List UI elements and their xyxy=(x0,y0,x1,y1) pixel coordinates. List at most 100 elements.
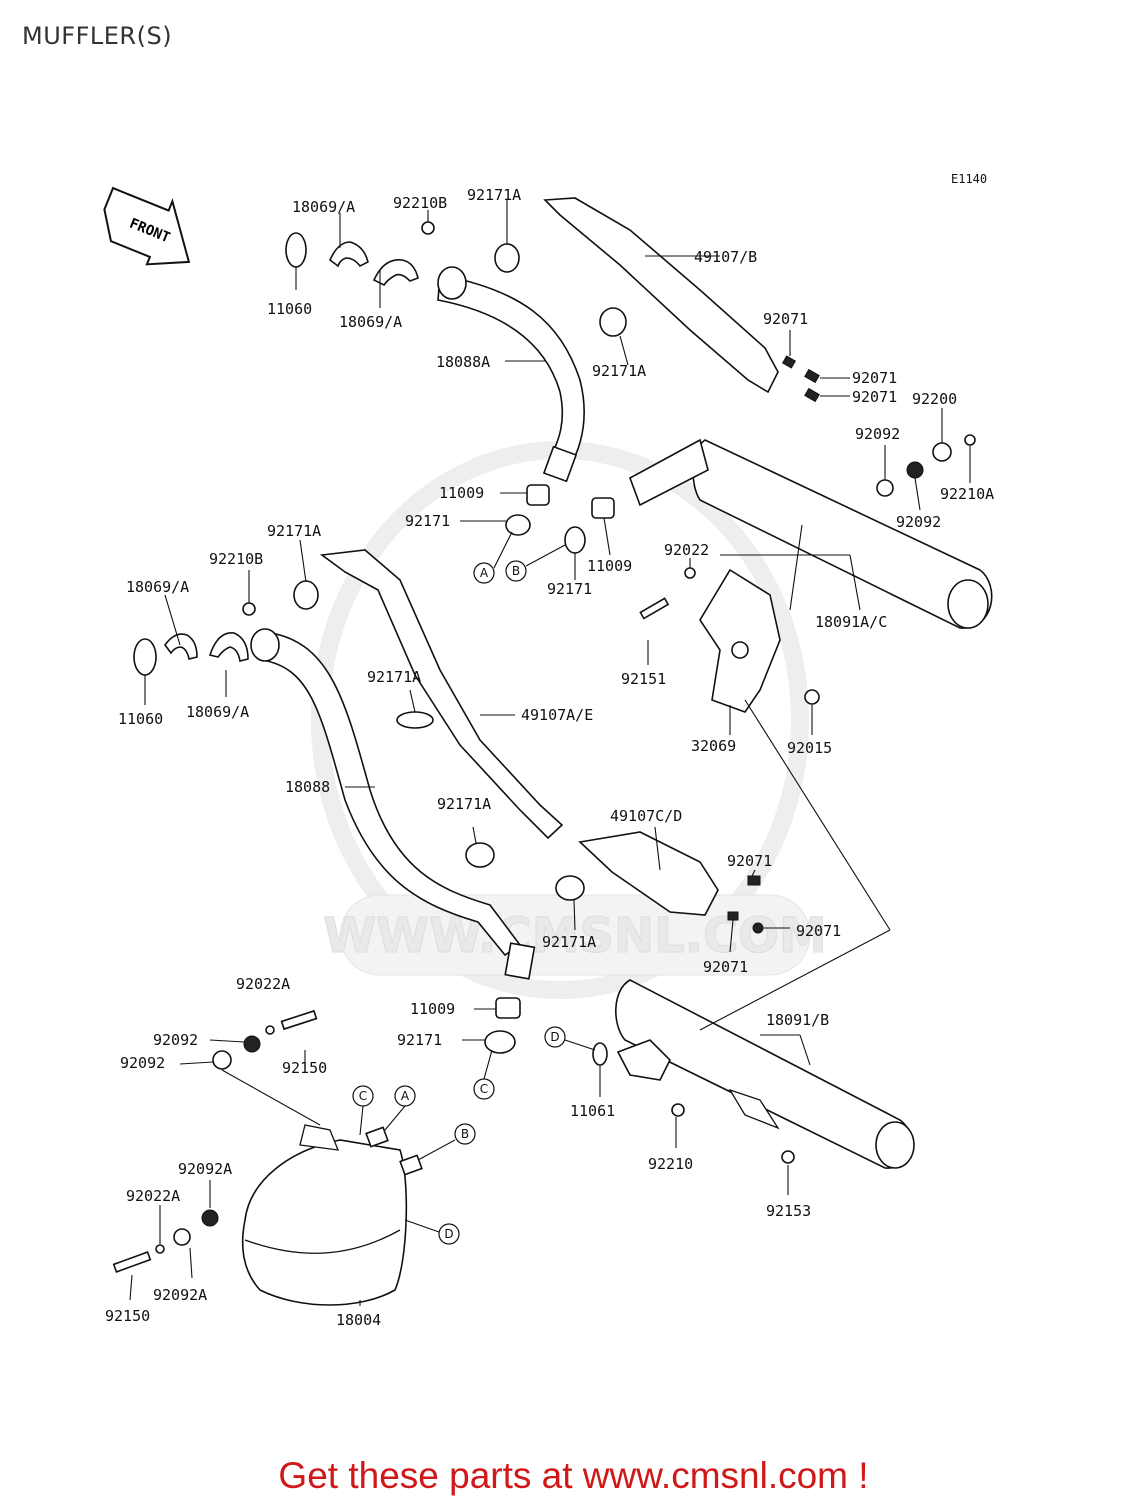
pipe-flange-upper xyxy=(437,266,467,300)
part-label: 18088A xyxy=(436,353,490,371)
part-label: 11060 xyxy=(267,300,312,318)
part-label: 92022A xyxy=(126,1187,180,1205)
part-label: 92071 xyxy=(727,852,772,870)
silencer-seam xyxy=(244,1229,401,1254)
gasket-11061 xyxy=(592,1042,608,1066)
heat-guard-49107b xyxy=(543,197,779,394)
band-92171a-pipe xyxy=(465,842,495,868)
nut-92210b-lower xyxy=(242,602,256,616)
muffler-inlet-18091b xyxy=(616,1039,671,1081)
clamp-92171-c xyxy=(484,1030,516,1054)
muffler-outlet-18091b xyxy=(875,1121,915,1169)
part-label: 92022 xyxy=(664,541,709,559)
bolt-92150-upper xyxy=(280,1009,318,1031)
svg-text:D: D xyxy=(444,1227,453,1241)
diagram-code: E1140 xyxy=(951,172,987,186)
gasket-11060-upper xyxy=(285,232,307,268)
svg-text:C: C xyxy=(359,1089,367,1103)
part-label: 11009 xyxy=(439,484,484,502)
part-label: 11009 xyxy=(587,557,632,575)
pipe-flange-lower xyxy=(250,628,280,662)
washer-92022 xyxy=(684,567,696,579)
connector-refs: A B A B C D C D xyxy=(352,531,596,1245)
part-label: 92171A xyxy=(467,186,521,204)
muffler-inlet-18091ac xyxy=(629,438,709,507)
heat-guard-49107cd xyxy=(578,831,719,916)
part-label: 11060 xyxy=(118,710,163,728)
bushing-92092-c xyxy=(243,1035,261,1053)
part-label: 92171A xyxy=(367,668,421,686)
plate-92071-a xyxy=(781,355,797,369)
part-label: 92210 xyxy=(648,1155,693,1173)
pipe-end-lower xyxy=(504,942,536,980)
washer-92022a-upper xyxy=(265,1025,275,1035)
bolt-92153 xyxy=(781,1150,795,1164)
part-label: 92200 xyxy=(912,390,957,408)
ref-circle-c: C xyxy=(352,1085,374,1107)
washer-92022a-lower xyxy=(155,1244,165,1254)
exhaust-pipe-18088a xyxy=(437,274,585,471)
bracket-32069 xyxy=(699,568,781,713)
bracket-hole xyxy=(731,641,749,659)
part-label: 92150 xyxy=(282,1059,327,1077)
part-label: 92171 xyxy=(405,512,450,530)
nut-92210b-upper xyxy=(421,221,435,235)
sleeve-11009-c xyxy=(495,997,521,1019)
muffler-outlet-18091ac xyxy=(947,579,989,629)
silencer-inlet-a xyxy=(365,1126,389,1148)
part-label: 92171A xyxy=(542,933,596,951)
part-label: 92210A xyxy=(940,485,994,503)
band-92171a-mid xyxy=(599,307,627,337)
plate-92071-e xyxy=(727,911,739,921)
part-label: 92071 xyxy=(852,388,897,406)
part-label: 18069/A xyxy=(292,198,355,216)
svg-text:A: A xyxy=(480,566,489,580)
sleeve-11009-a xyxy=(526,484,550,506)
clamp-18069-upper-a xyxy=(329,241,369,268)
bushing-92092-b xyxy=(906,461,924,479)
bushing-92092a-b xyxy=(173,1228,191,1246)
part-label: 92022A xyxy=(236,975,290,993)
bushing-92092-d xyxy=(212,1050,232,1070)
footer-promo[interactable]: Get these parts at www.cmsnl.com ! xyxy=(278,1455,869,1496)
ref-circle-d: D xyxy=(438,1223,460,1245)
part-label: 92210B xyxy=(209,550,263,568)
collar-92200 xyxy=(932,442,952,462)
part-labels: 18069/A 92210B 92171A 49107/B 11060 1806… xyxy=(105,186,994,1329)
front-arrow-icon: FRONT xyxy=(103,186,191,266)
nut-92015 xyxy=(804,689,820,705)
ref-circle-d: D xyxy=(544,1026,566,1048)
plate-92071-c xyxy=(804,387,820,403)
ref-circle-extra: A B xyxy=(0,0,9,3)
part-label: 92171 xyxy=(397,1031,442,1049)
part-label: 92071 xyxy=(852,369,897,387)
ref-circle-b: B xyxy=(505,560,527,582)
gasket-11060-lower xyxy=(133,638,157,676)
part-label: 18069/A xyxy=(126,578,189,596)
part-label: 92015 xyxy=(787,739,832,757)
part-label: 18091A/C xyxy=(815,613,887,631)
ref-circle-a: A xyxy=(473,562,495,584)
part-label: 49107/B xyxy=(694,248,757,266)
svg-text:A: A xyxy=(401,1089,410,1103)
clamp-18069-upper-b xyxy=(372,259,419,287)
band-92171a-left xyxy=(293,580,319,610)
part-label: 92151 xyxy=(621,670,666,688)
bushing-92092-a xyxy=(876,479,894,497)
part-label: 92092A xyxy=(178,1160,232,1178)
clamp-92171-a xyxy=(505,514,531,536)
silencer-inlet-b xyxy=(399,1154,423,1176)
bolt-92151 xyxy=(639,597,670,620)
part-label: 92092A xyxy=(153,1286,207,1304)
page-title: MUFFLER(S) xyxy=(22,22,173,50)
part-label: 92171A xyxy=(267,522,321,540)
exhaust-pipe-18088 xyxy=(261,631,522,957)
clamp-92171-b xyxy=(564,526,586,554)
plate-92071-b xyxy=(804,368,820,384)
clamp-18069-lower-a xyxy=(164,633,198,660)
plate-92071-d xyxy=(747,875,761,886)
band-92171a-top xyxy=(494,243,520,273)
part-label: 92153 xyxy=(766,1202,811,1220)
svg-text:C: C xyxy=(480,1082,488,1096)
